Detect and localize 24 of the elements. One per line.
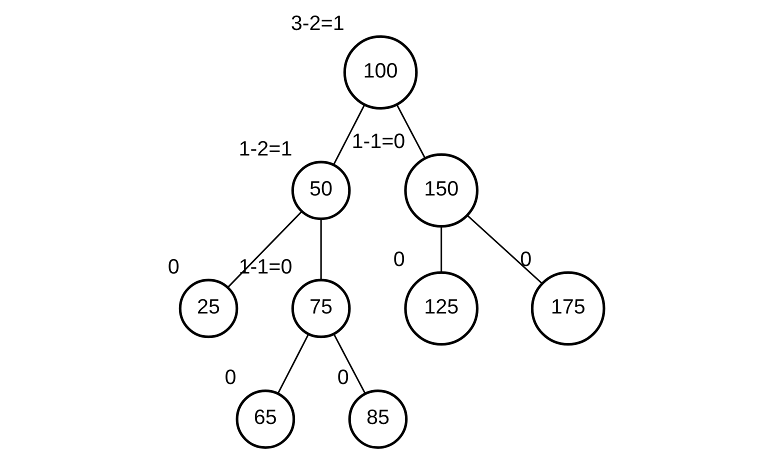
- node-circle: 50: [291, 160, 351, 220]
- connector: [277, 334, 310, 394]
- node-label: 0: [393, 248, 405, 271]
- connector: [467, 215, 543, 284]
- node-circle: 175: [530, 271, 606, 346]
- node-circle: 85: [348, 390, 408, 449]
- node-circle: 25: [178, 278, 238, 338]
- node-label: 0: [337, 366, 349, 390]
- node-label: 1-2=1: [238, 137, 292, 160]
- connector: [440, 226, 442, 273]
- node-label: 1-1=0: [352, 130, 406, 153]
- connector: [396, 104, 426, 159]
- connector: [333, 334, 366, 394]
- connector: [332, 104, 366, 166]
- node-circle: 65: [236, 390, 296, 449]
- node-label: 0: [168, 255, 180, 278]
- node-circle: 125: [404, 271, 479, 346]
- node-circle: 75: [291, 278, 351, 338]
- node-label: 3-2=1: [290, 12, 344, 35]
- node-circle: 150: [404, 153, 479, 228]
- node-label: 0: [520, 248, 532, 271]
- node-label: 0: [224, 366, 236, 390]
- node-circle: 100: [343, 35, 418, 110]
- connector: [320, 219, 322, 280]
